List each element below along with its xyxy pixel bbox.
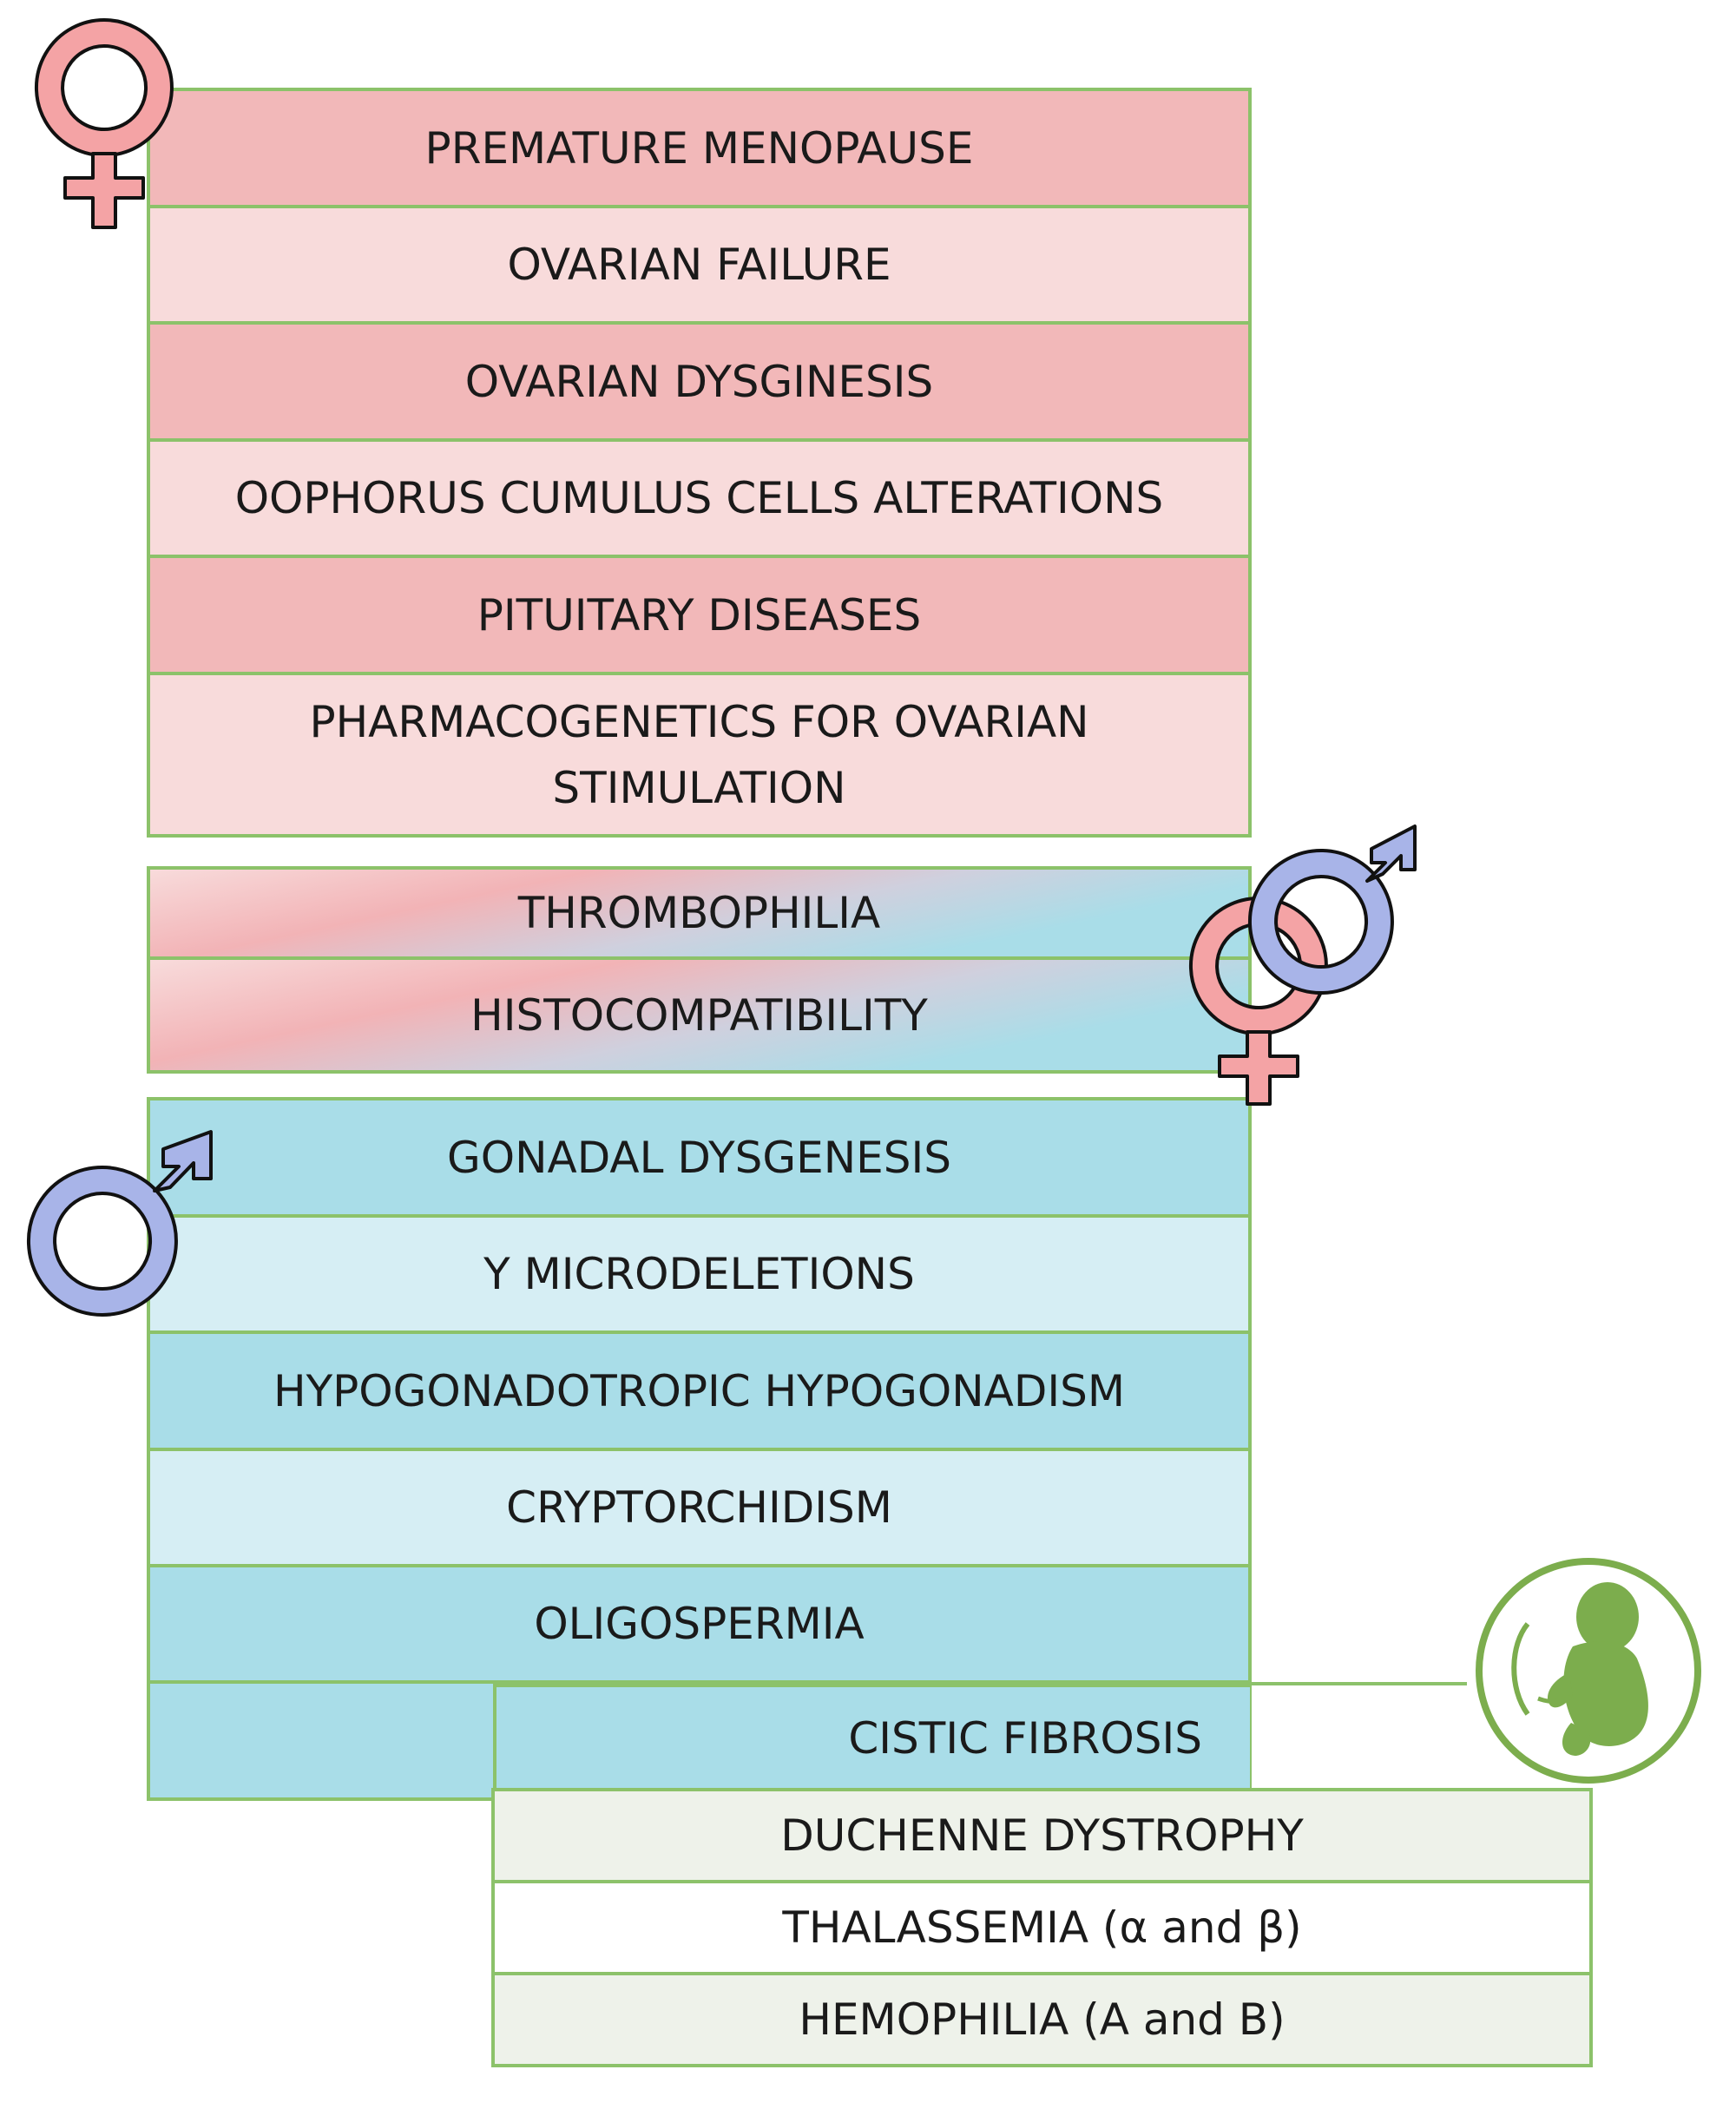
row-label: CISTIC FIBROSIS <box>848 1713 1202 1764</box>
row-label: DUCHENNE DYSTROPHY <box>780 1810 1304 1861</box>
list-item: OVARIAN DYSGINESIS <box>148 323 1250 440</box>
divider <box>148 1214 1250 1218</box>
list-item: THROMBOPHILIA <box>148 868 1250 958</box>
list-item: DUCHENNE DYSTROPHY <box>493 1790 1591 1882</box>
divider <box>148 672 1250 675</box>
list-item: HEMOPHILIA (A and B) <box>493 1974 1591 2066</box>
row-label: PITUITARY DISEASES <box>477 589 922 641</box>
list-item: HYPOGONADOTROPIC HYPOGONADISM <box>148 1332 1250 1449</box>
row-label: HEMOPHILIA (A and B) <box>799 1994 1286 2045</box>
fetal-section-border <box>491 1788 1593 2067</box>
list-item: OOPHORUS CUMULUS CELLS ALTERATIONS <box>148 440 1250 556</box>
row-label: HYPOGONADOTROPIC HYPOGONADISM <box>273 1365 1126 1416</box>
row-label: CRYPTORCHIDISM <box>506 1482 892 1533</box>
list-item: OVARIAN FAILURE <box>148 207 1250 323</box>
divider <box>148 1564 1250 1567</box>
row-label: OLIGOSPERMIA <box>534 1599 865 1649</box>
divider <box>148 438 1250 442</box>
row-label: STIMULATION <box>552 762 846 813</box>
divider <box>148 956 1250 960</box>
female-section-border <box>147 88 1252 838</box>
female-symbol-icon <box>34 18 174 229</box>
list-item: GONADAL DYSGENESIS <box>148 1099 1250 1216</box>
list-item: THALASSEMIA (α and β) <box>493 1882 1591 1974</box>
list-item: CISTIC FIBROSIS <box>493 1684 1250 1790</box>
divider <box>493 1972 1591 1975</box>
divider <box>148 321 1250 325</box>
list-item: CRYPTORCHIDISM <box>148 1449 1250 1566</box>
divider <box>493 1880 1591 1883</box>
row-label: Y MICRODELETIONS <box>483 1249 915 1299</box>
row-label: OOPHORUS CUMULUS CELLS ALTERATIONS <box>234 473 1164 523</box>
both-section-border <box>147 866 1252 1074</box>
list-item: PREMATURE MENOPAUSE <box>148 89 1250 207</box>
divider <box>148 1330 1250 1334</box>
male-symbol-icon <box>27 1130 213 1317</box>
list-item: HISTOCOMPATIBILITY <box>148 958 1250 1072</box>
connector-line <box>1250 1682 1467 1685</box>
row-label: OVARIAN FAILURE <box>507 240 891 290</box>
list-item: Y MICRODELETIONS <box>148 1216 1250 1332</box>
row-label: GONADAL DYSGENESIS <box>447 1132 951 1183</box>
divider <box>148 205 1250 208</box>
divider <box>148 1680 1250 1684</box>
row-label: OVARIAN DYSGINESIS <box>464 356 934 407</box>
row-label: PHARMACOGENETICS FOR OVARIAN <box>309 696 1089 747</box>
row-label: THROMBOPHILIA <box>517 888 881 938</box>
divider <box>148 555 1250 558</box>
male-female-symbol-icon <box>1188 825 1417 1106</box>
list-item: OLIGOSPERMIA <box>148 1566 1250 1682</box>
row-label: HISTOCOMPATIBILITY <box>470 989 928 1041</box>
list-item: PITUITARY DISEASES <box>148 556 1250 673</box>
row-label: THALASSEMIA (α and β) <box>782 1902 1302 1953</box>
fetus-icon <box>1476 1558 1701 1784</box>
divider <box>148 1448 1250 1451</box>
list-item: PHARMACOGENETICS FOR OVARIAN STIMULATION <box>148 673 1250 836</box>
cistic-fibrosis-row-left <box>148 1682 493 1799</box>
row-label: PREMATURE MENOPAUSE <box>424 122 974 174</box>
